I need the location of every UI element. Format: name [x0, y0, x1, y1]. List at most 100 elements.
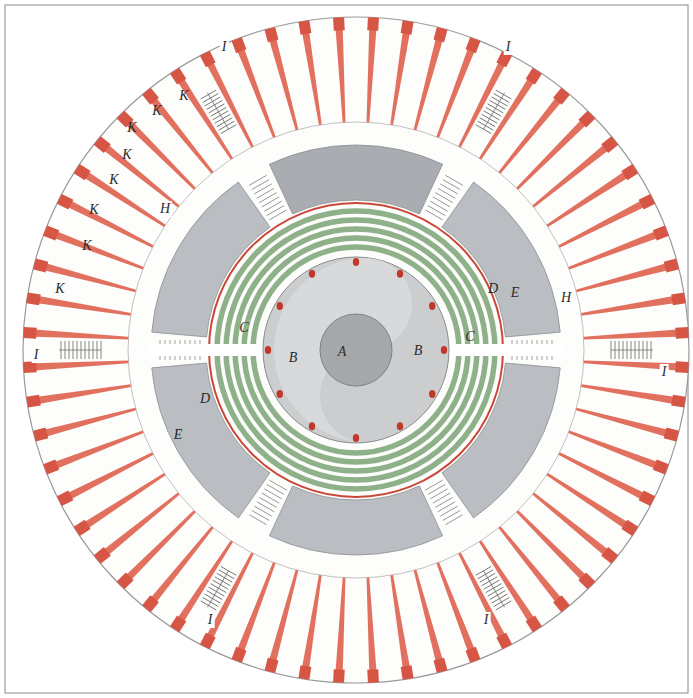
cell-wall	[476, 538, 542, 632]
cell-wall	[265, 569, 303, 673]
plan-letter: K	[120, 147, 133, 163]
column-dot	[353, 434, 359, 442]
cell-wall	[575, 404, 679, 442]
cell-wall	[455, 51, 512, 150]
cell-walls	[23, 17, 689, 683]
central-core	[320, 314, 392, 386]
plan-letter: C	[237, 320, 250, 336]
plan-letter: I	[206, 612, 215, 628]
plan-letter: K	[87, 202, 100, 218]
column-dot	[429, 302, 435, 310]
cell-wall	[580, 292, 685, 319]
cell-wall	[575, 259, 679, 297]
cell-wall	[33, 404, 137, 442]
radial-passage	[150, 344, 210, 356]
staircase-symbol	[476, 88, 513, 133]
plan-letter: B	[412, 343, 425, 359]
cell-wall	[580, 380, 685, 407]
plan-letter: B	[287, 350, 300, 366]
ring-passage-stair	[249, 175, 286, 220]
cell-wall	[43, 427, 145, 475]
cell-wall	[117, 111, 199, 193]
cell-wall	[530, 489, 619, 564]
cell-wall	[74, 164, 168, 230]
cell-wall	[410, 569, 448, 673]
plan-letter: I	[32, 347, 41, 363]
cell-wall	[513, 111, 595, 193]
column-dot	[277, 302, 283, 310]
cell-wall	[232, 37, 280, 139]
cell-wall	[513, 507, 595, 589]
cell-wall	[530, 136, 619, 211]
column-dot	[309, 422, 315, 430]
cell-wall	[433, 561, 481, 663]
plan-letter: H	[158, 201, 172, 217]
plan-letter: D	[486, 281, 500, 297]
cell-wall	[26, 292, 131, 319]
cell-wall	[557, 449, 656, 506]
cell-wall	[117, 507, 199, 589]
ring-passage-stair	[249, 480, 286, 525]
plan-letter: K	[125, 120, 138, 136]
column-dot	[353, 258, 359, 266]
staircase-symbol	[200, 88, 237, 133]
cell-wall	[298, 574, 325, 679]
cell-wall	[567, 226, 669, 274]
cell-wall	[544, 164, 638, 230]
plan-letter: K	[107, 172, 120, 188]
plan-letter: K	[53, 281, 66, 297]
plan-letter: I	[482, 612, 491, 628]
cell-wall	[362, 17, 378, 122]
radial-passage	[502, 344, 562, 356]
column-dot	[441, 346, 447, 354]
plan-letter: K	[177, 88, 190, 104]
staircase-symbol	[476, 566, 513, 611]
plan-letter: A	[336, 344, 349, 360]
cell-wall	[333, 17, 349, 122]
plan-letter: E	[509, 285, 522, 301]
cell-ring-inner-edge	[128, 122, 584, 578]
plan-letter: D	[198, 391, 212, 407]
plan-letter: I	[504, 39, 513, 55]
central-platform	[263, 257, 449, 443]
cell-wall	[26, 380, 131, 407]
ring-passage-stair	[425, 480, 462, 525]
staircase-symbol	[200, 566, 237, 611]
grey-gallery-ring	[152, 145, 560, 555]
cell-wall	[94, 136, 183, 211]
cell-wall	[170, 538, 236, 632]
cell-wall	[583, 356, 688, 372]
cell-wall	[333, 577, 349, 682]
ring-passage-stair	[425, 175, 462, 220]
column-dot	[397, 270, 403, 278]
column-dot	[397, 422, 403, 430]
cell-wall	[362, 577, 378, 682]
cell-wall	[200, 551, 257, 650]
frame	[5, 5, 688, 693]
column-dot	[309, 270, 315, 278]
staircase-symbol	[611, 341, 653, 359]
column-dot	[265, 346, 271, 354]
cell-wall	[583, 327, 688, 343]
platform-shading	[274, 258, 412, 442]
plan-letter: K	[80, 238, 93, 254]
plan-letter: C	[463, 329, 476, 345]
plan-letter: H	[559, 290, 573, 306]
cell-wall	[23, 327, 128, 343]
cell-wall	[265, 27, 303, 131]
cell-wall	[386, 574, 413, 679]
cell-wall	[410, 27, 448, 131]
cell-wall	[57, 194, 156, 251]
red-ring-line	[209, 203, 503, 497]
outer-wall	[23, 17, 689, 683]
plan-letter: I	[220, 39, 229, 55]
cell-wall	[170, 68, 236, 162]
cell-wall	[33, 259, 137, 297]
plan-letter: K	[150, 103, 163, 119]
cell-wall	[386, 20, 413, 125]
cell-wall	[544, 470, 638, 536]
cell-wall	[476, 68, 542, 162]
cell-wall	[94, 489, 183, 564]
